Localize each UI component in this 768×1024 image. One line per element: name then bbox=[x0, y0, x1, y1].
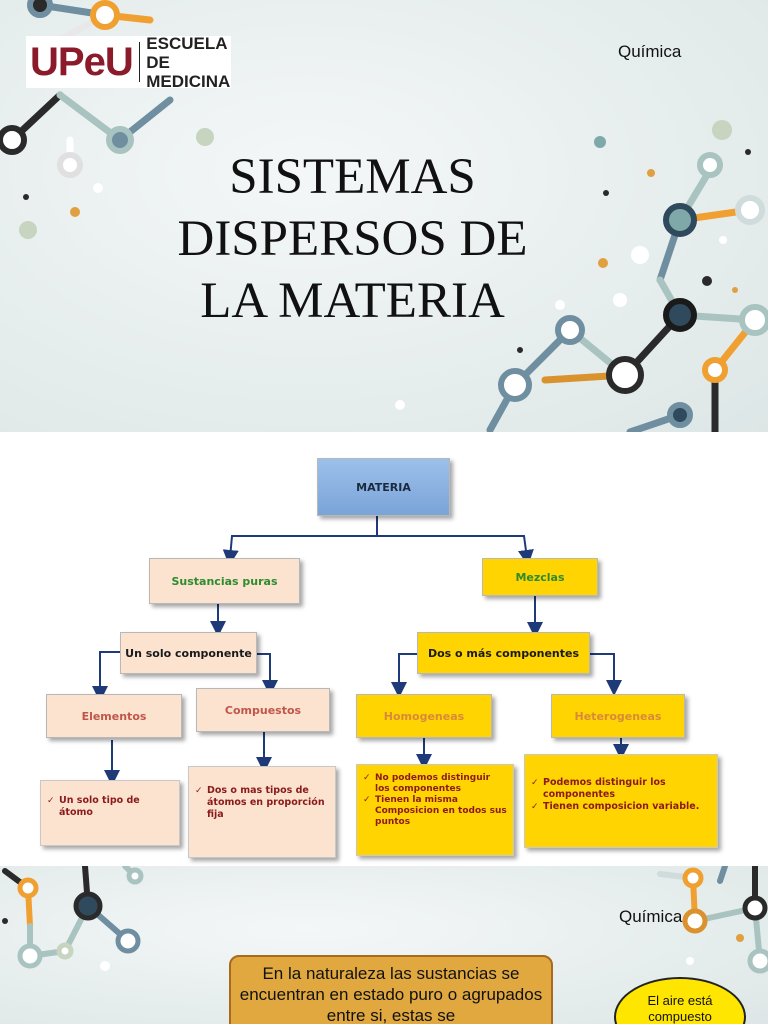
compuestos-desc-item: Dos o mas tipos de átomos en proporción … bbox=[195, 785, 329, 821]
heterogeneas-desc-item: Podemos distinguir los componentes bbox=[531, 777, 711, 801]
matter-concept-map: MATERIA Sustancias puras Mezclas Un solo… bbox=[34, 456, 728, 864]
mezclas-node: Mezclas bbox=[482, 558, 598, 596]
homogeneas-desc-item: No podemos distinguir los componentes bbox=[363, 773, 507, 795]
materia-node: MATERIA bbox=[317, 458, 450, 516]
molecule-decoration bbox=[0, 0, 768, 432]
intro-callout: En la naturaleza las sustancias se encue… bbox=[229, 955, 553, 1024]
title-line-2: DISPERSOS DE bbox=[177, 211, 528, 267]
connector-arrows bbox=[92, 516, 629, 786]
molecule-decoration-2 bbox=[2, 866, 768, 974]
logo-text: ESCUELA DE MEDICINA bbox=[146, 34, 231, 91]
un-solo-componente-node: Un solo componente bbox=[120, 632, 257, 674]
homogeneas-desc-item: Tienen la misma bbox=[363, 795, 507, 806]
homogeneas-desc-item: Composicion en todos sus puntos bbox=[375, 806, 507, 827]
title-slide: UPeU ESCUELA DE MEDICINA Química SISTEMA… bbox=[0, 0, 768, 432]
logo-divider bbox=[138, 42, 141, 82]
homogeneas-description: No podemos distinguir los componentes Ti… bbox=[356, 764, 514, 856]
dos-o-mas-componentes-node: Dos o más componentes bbox=[417, 632, 590, 674]
homogeneas-node: Homogeneas bbox=[356, 694, 492, 738]
subject-label-2: Química bbox=[619, 907, 683, 926]
title-line-3: LA MATERIA bbox=[200, 273, 505, 329]
logo-line-2: MEDICINA bbox=[146, 71, 231, 91]
compuestos-description: Dos o mas tipos de átomos en proporción … bbox=[188, 766, 336, 858]
sustancias-puras-node: Sustancias puras bbox=[149, 558, 300, 604]
logo-brand: UPeU bbox=[30, 40, 134, 84]
subject-label: Química bbox=[618, 42, 682, 61]
upeu-logo: UPeU ESCUELA DE MEDICINA bbox=[26, 34, 231, 91]
compuestos-node: Compuestos bbox=[196, 688, 330, 732]
elementos-node: Elementos bbox=[46, 694, 182, 738]
logo-line-1: ESCUELA DE bbox=[146, 33, 227, 72]
slide-title: SISTEMAS DISPERSOS DE LA MATERIA bbox=[130, 146, 575, 332]
second-slide: Química En la naturaleza las sustancias … bbox=[0, 866, 768, 1024]
heterogeneas-description: Podemos distinguir los componentes Tiene… bbox=[524, 754, 718, 848]
heterogeneas-desc-item: Tienen composicion variable. bbox=[531, 801, 711, 813]
elementos-desc-item: Un solo tipo de átomo bbox=[47, 795, 173, 819]
title-line-1: SISTEMAS bbox=[229, 149, 476, 205]
heterogeneas-node: Heterogeneas bbox=[551, 694, 685, 738]
elementos-description: Un solo tipo de átomo bbox=[40, 780, 180, 846]
